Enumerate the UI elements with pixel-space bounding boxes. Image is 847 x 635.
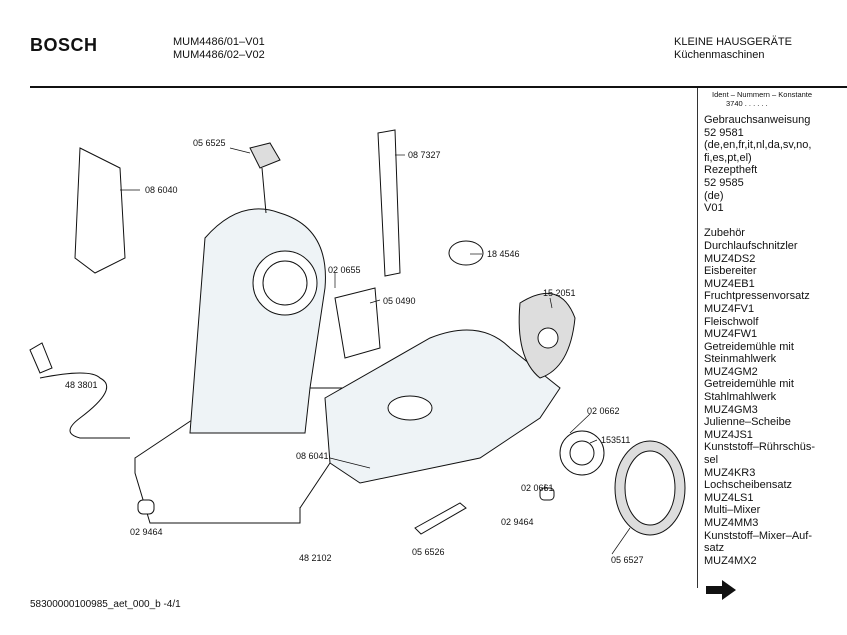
accessory-line: MUZ4KR3 [704, 466, 756, 479]
cover-152051 [518, 293, 576, 379]
accessory-line: MUZ4FW1 [704, 328, 758, 341]
arrow-right-icon[interactable] [704, 579, 738, 601]
part-label: 08 6041 [296, 451, 329, 461]
part-label: 02 0662 [587, 406, 620, 416]
cable [29, 342, 130, 439]
part-label: 18 4546 [487, 249, 520, 259]
doc-line: V01 [704, 202, 724, 215]
doc-line: 52 9585 [704, 176, 744, 189]
part-label: 08 6040 [145, 185, 178, 195]
accessory-line: Kunststoff–Rührschüs- [704, 441, 816, 454]
ident-value: 3740 . . . . . . [726, 99, 768, 108]
part-label: 02 0661 [521, 483, 554, 493]
accessory-line: Eisbereiter [704, 265, 757, 278]
accessory-line: MUZ4LS1 [704, 491, 754, 504]
model-2: MUM4486/02–V02 [173, 49, 265, 61]
category-subtitle: Küchenmaschinen [674, 49, 765, 61]
model-1: MUM4486/01–V01 [173, 36, 265, 48]
part-label: 05 6527 [611, 555, 644, 565]
accessory-line: Fleischwolf [704, 315, 759, 328]
model-numbers: MUM4486/01–V01 MUM4486/02–V02 [173, 36, 265, 62]
part-label: 153511 [601, 435, 631, 445]
tool-cap [249, 142, 281, 214]
category: KLEINE HAUSGERÄTE Küchenmaschinen [674, 36, 792, 62]
bracket-left [74, 147, 126, 274]
doc-line: (de) [704, 189, 724, 202]
accessory-line: MUZ4DS2 [704, 252, 756, 265]
part-label: 02 0655 [328, 265, 361, 275]
leader-lines [120, 147, 631, 555]
part-label: 02 9464 [501, 517, 534, 527]
part-label: 05 6526 [412, 547, 445, 557]
accessory-line: Steinmahlwerk [704, 353, 777, 366]
part-label: 15 2051 [543, 288, 576, 298]
part-label: 02 9464 [130, 527, 163, 537]
accessory-line: MUZ4FV1 [704, 302, 755, 315]
gear-153511 [559, 430, 605, 476]
seal-ring [448, 240, 484, 266]
document-id: 58300000100985_aet_000_b -4/1 [30, 599, 181, 610]
part-label: 08 7327 [408, 150, 441, 160]
part-label: 48 2102 [299, 553, 332, 563]
sidebar-divider [697, 88, 698, 588]
part-label: 05 6525 [193, 138, 226, 148]
foot-right [539, 487, 555, 501]
accessory-line: MUZ4MM3 [704, 517, 759, 529]
accessory-line: Getreidemühle mit [704, 378, 794, 391]
accessory-line: Stahlmahlwerk [704, 391, 777, 404]
accessory-line: MUZ4EB1 [704, 277, 755, 290]
accessory-line: Durchlaufschnitzler [704, 239, 798, 252]
accessory-line: Fruchtpressenvorsatz [704, 290, 810, 303]
part-label: 48 3801 [65, 380, 98, 390]
doc-line: (de,en,fr,it,nl,da,sv,no, [704, 139, 812, 152]
accessory-line: Kunststoff–Mixer–Auf- [704, 529, 813, 542]
accessory-line: MUZ4MX2 [704, 554, 757, 567]
sidebar: Ident – Nummern – Konstante 3740 . . . .… [704, 90, 844, 606]
doc-line: 52 9581 [704, 126, 744, 139]
tower [189, 208, 326, 434]
clip-056526 [414, 502, 467, 535]
ident-label: Ident – Nummern – Konstante [712, 90, 813, 99]
accessory-line: MUZ4GM3 [704, 403, 758, 416]
gear-cross [334, 287, 381, 359]
accessory-line: Julienne–Scheibe [704, 416, 791, 429]
brand-logo: BOSCH [30, 35, 98, 55]
motor-housing [324, 329, 561, 484]
part-label: 05 0490 [383, 296, 416, 306]
accessory-line: Zubehör [704, 227, 745, 240]
accessory-line: Getreidemühle mit [704, 340, 794, 353]
accessory-line: satz [704, 542, 725, 555]
category-title: KLEINE HAUSGERÄTE [674, 36, 792, 48]
exploded-parts-diagram [29, 129, 686, 555]
doc-line: Gebrauchsanweisung [704, 114, 811, 126]
accessory-line: MUZ4JS1 [704, 428, 753, 441]
foot-left [137, 499, 155, 515]
doc-line: Rezeptheft [704, 164, 758, 177]
accessory-line: MUZ4GM2 [704, 365, 758, 378]
accessory-line: sel [704, 454, 719, 467]
accessory-line: Lochscheibensatz [704, 479, 793, 492]
cap-056527 [614, 440, 686, 536]
doc-line: fi,es,pt,el) [704, 151, 752, 164]
header-rule [30, 86, 847, 88]
accessory-line: Multi–Mixer [704, 504, 761, 517]
rail [377, 129, 401, 277]
